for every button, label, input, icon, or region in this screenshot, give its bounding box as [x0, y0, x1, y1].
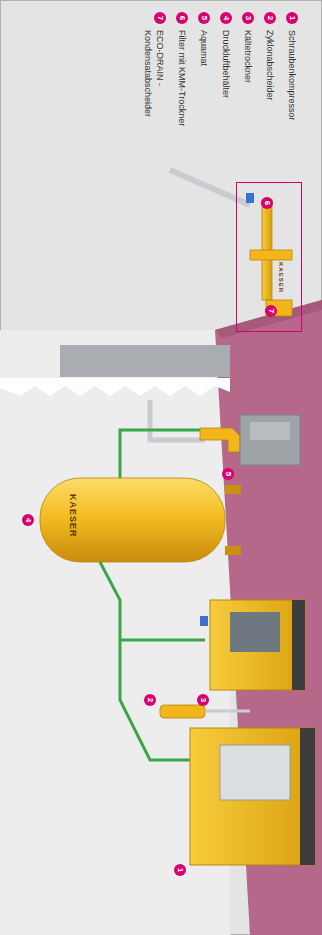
brand-name: KAESER: [66, 494, 78, 538]
tank-leg: [225, 485, 241, 494]
pipe: [150, 400, 205, 440]
wall-break: [0, 378, 230, 396]
aquamat-panel: [250, 422, 290, 440]
valve: [246, 193, 254, 203]
pipe: [205, 710, 250, 713]
callout-number: 5: [222, 468, 234, 480]
dryer-box: [210, 600, 305, 690]
wall-section: [60, 345, 230, 377]
compressor-box: [190, 728, 315, 865]
pipe: [120, 430, 200, 478]
highlight-box: 67: [236, 182, 302, 332]
callout-number: 2: [144, 694, 156, 706]
legend-text: Druckluftbehälter: [220, 30, 232, 98]
pipe: [100, 562, 190, 760]
pipe: [120, 639, 205, 642]
legend-text: Zyklonabscheider: [264, 30, 276, 101]
aquamat-inlet: [200, 428, 240, 452]
drain-unit: [266, 300, 292, 316]
legend-text: Aquamat: [198, 30, 210, 66]
valve: [200, 616, 208, 626]
compressor-base: [300, 728, 315, 865]
callout-number: 3: [242, 12, 254, 24]
brand-name: KAESER: [276, 262, 284, 293]
tank-body: [40, 478, 225, 562]
callout-number: 1: [174, 864, 186, 876]
aquamat-box: [240, 415, 300, 465]
compressor-panel: [220, 745, 290, 800]
callout-number: 7: [154, 12, 166, 24]
callout-number: 7: [265, 305, 277, 317]
floor-edge: [215, 300, 322, 338]
dryer-panel: [230, 612, 280, 652]
dryer-bar: [250, 250, 292, 260]
cyclone-body: [160, 705, 205, 718]
legend-text: Kältetrockner: [242, 30, 254, 83]
callout-number: 4: [220, 12, 232, 24]
callout-number: 6: [261, 197, 273, 209]
dryer-base: [292, 600, 305, 690]
callout-number: 3: [197, 694, 209, 706]
callout-number: 2: [264, 12, 276, 24]
callout-number: 4: [22, 514, 34, 526]
callout-number: 1: [286, 12, 298, 24]
callout-number: 6: [176, 12, 188, 24]
legend-text: Schraubenkompressor: [286, 30, 298, 121]
legend-text: ECO-DRAIN - Kondensatabscheider: [142, 30, 166, 135]
tank-leg: [225, 546, 241, 555]
legend-text: Filter mit KMM-Trockner: [176, 30, 188, 126]
callout-number: 5: [198, 12, 210, 24]
pipe: [170, 170, 250, 205]
